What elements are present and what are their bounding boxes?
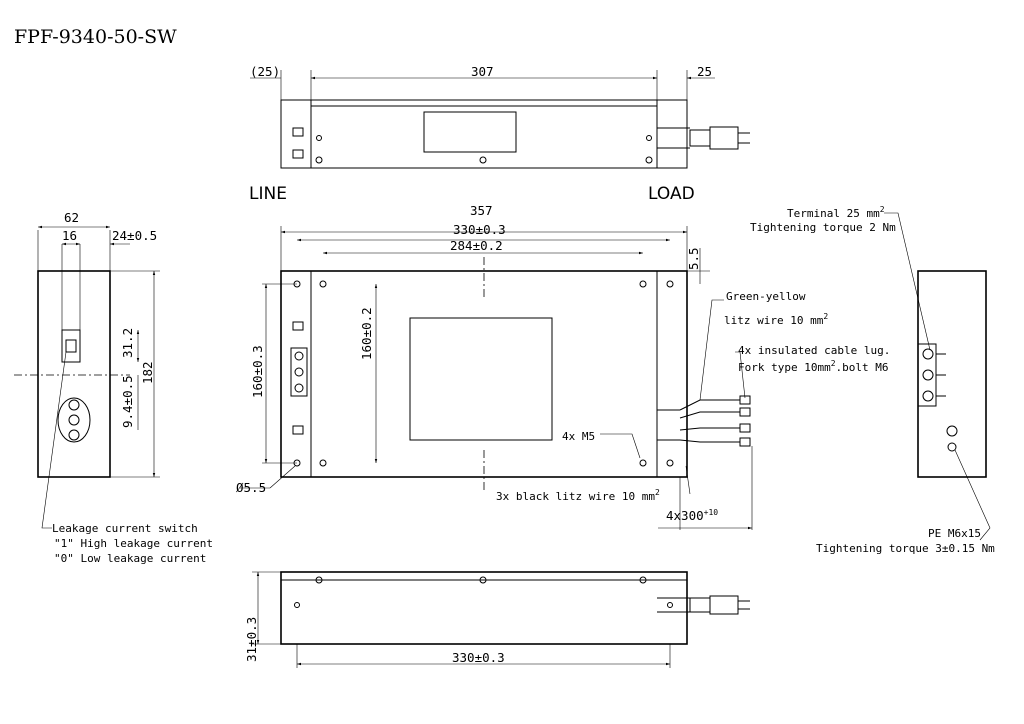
load-label: LOAD [648, 184, 695, 204]
dim-24: 24±0.5 [112, 228, 157, 243]
dim-16: 16 [62, 228, 77, 243]
front-view [240, 226, 753, 530]
front-view-body [280, 270, 688, 478]
dim-31-2: 31.2 [120, 328, 135, 358]
note-green-yellow-1: Green-yellow [726, 290, 806, 303]
top-view-label-window [423, 111, 517, 153]
note-lug-2: Fork type 10mm2.bolt M6 [738, 359, 889, 374]
bottom-view-body [280, 571, 688, 645]
drawing-title: FPF-9340-50-SW [14, 26, 177, 48]
left-side-view [14, 225, 160, 529]
note-green-yellow-2: litz wire 10 mm2 [724, 312, 828, 327]
dim-330-top: 330±0.3 [453, 222, 506, 237]
dim-top-right: 25 [697, 64, 712, 79]
dim-9-4: 9.4±0.5 [120, 375, 135, 428]
dim-357: 357 [470, 203, 493, 218]
dim-160-outer: 160±0.3 [250, 345, 265, 398]
dim-31: 31±0.3 [244, 617, 259, 662]
note-terminal-1: Terminal 25 mm2 [787, 205, 885, 220]
dim-top-left: (25) [250, 64, 280, 79]
dim-5-5: 5.5 [686, 247, 701, 270]
left-side-body [37, 270, 111, 478]
note-pe-2: Tightening torque 3±0.15 Nm [816, 542, 995, 555]
note-leakage-2: "1" High leakage current [54, 537, 213, 550]
right-side-body [917, 270, 987, 478]
front-view-label-window [409, 317, 553, 441]
dim-top-307: 307 [471, 64, 494, 79]
bottom-view [252, 571, 750, 668]
note-pe-1: PE M6x15 [928, 527, 981, 540]
note-m5: 4x M5 [562, 430, 595, 443]
top-view [250, 70, 750, 169]
dim-62: 62 [64, 210, 79, 225]
right-side-view [884, 212, 991, 541]
leakage-switch [61, 329, 81, 363]
note-lug-1: 4x insulated cable lug. [738, 344, 890, 357]
dim-dia-5-5: Ø5.5 [236, 480, 266, 495]
note-black-wire: 3x black litz wire 10 mm2 [496, 488, 660, 503]
dim-182: 182 [140, 361, 155, 384]
dim-160-inner: 160±0.2 [359, 307, 374, 360]
note-leakage-3: "0" Low leakage current [54, 552, 206, 565]
note-leakage-1: Leakage current switch [52, 522, 198, 535]
dim-330-bottom: 330±0.3 [452, 650, 505, 665]
dim-284: 284±0.2 [450, 238, 503, 253]
top-view-body [280, 99, 688, 169]
dim-cable-length: 4x300+10 [666, 508, 718, 523]
line-label: LINE [249, 184, 287, 204]
note-terminal-2: Tightening torque 2 Nm [750, 221, 896, 234]
